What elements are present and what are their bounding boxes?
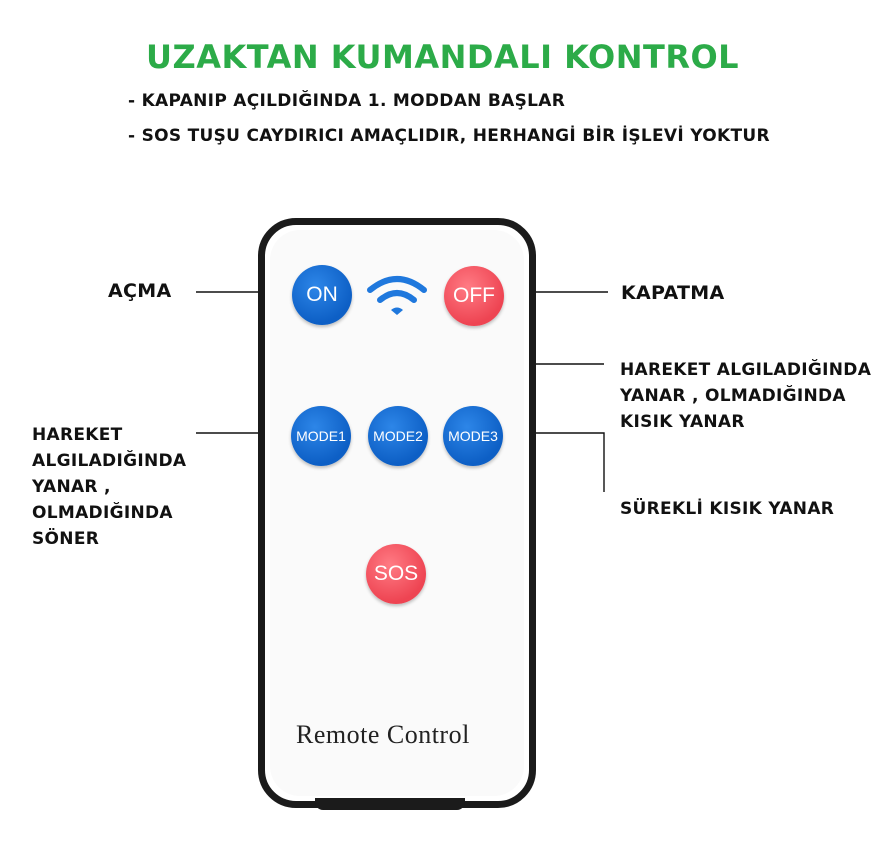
remote-bottom-notch [315,798,465,810]
label-off: KAPATMA [621,282,725,304]
label-on: AÇMA [108,280,172,302]
info-line-restart: - KAPANIP AÇILDIĞINDA 1. MODDAN BAŞLAR [128,91,566,111]
label-mode1: HAREKET ALGILADIĞINDA YANAR , OLMADIĞIND… [32,422,186,552]
info-line-sos: - SOS TUŞU CAYDIRICI AMAÇLIDIR, HERHANGİ… [128,126,770,146]
off-button[interactable]: OFF [444,266,504,326]
remote-brand-text: Remote Control [296,720,470,749]
sos-button[interactable]: SOS [366,544,426,604]
mode1-button[interactable]: MODE1 [291,406,351,466]
mode3-button[interactable]: MODE3 [443,406,503,466]
label-mode2: HAREKET ALGILADIĞINDA YANAR , OLMADIĞIND… [620,357,871,435]
label-mode2-line: KISIK YANAR [620,412,745,432]
mode2-button[interactable]: MODE2 [368,406,428,466]
label-mode1-line: YANAR , [32,477,111,497]
label-mode1-line: SÖNER [32,529,100,549]
label-mode1-line: HAREKET [32,425,123,445]
label-mode2-line: HAREKET ALGILADIĞINDA [620,360,872,380]
wifi-icon [367,276,427,315]
label-mode2-line: YANAR , OLMADIĞINDA [620,386,846,406]
label-mode1-line: OLMADIĞINDA [32,503,173,523]
page-title: UZAKTAN KUMANDALI KONTROL [146,38,740,76]
label-mode1-line: ALGILADIĞINDA [32,451,187,471]
on-button[interactable]: ON [292,265,352,325]
label-mode3: SÜREKLİ KISIK YANAR [620,499,835,519]
